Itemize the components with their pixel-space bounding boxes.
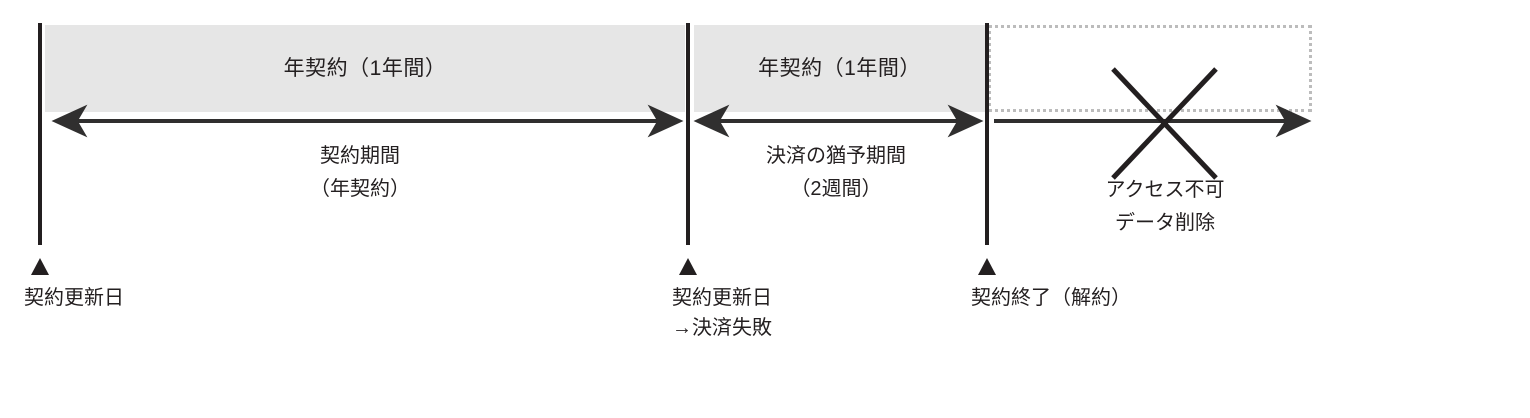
milestone-renewal-2-line-1: 契約更新日 bbox=[672, 287, 772, 309]
band-contract-year-2: 年契約（1年間） bbox=[694, 25, 985, 112]
span-payment-grace-line-1: 決済の猶予期間 bbox=[766, 145, 906, 167]
band-contract-year-1-label: 年契約（1年間） bbox=[283, 57, 447, 80]
milestone-renewal-2-caption: 契約更新日 →決済失敗 bbox=[672, 283, 772, 343]
span-contract-period-line-2: （年契約） bbox=[310, 178, 410, 200]
milestone-contract-end-line-1: 契約終了（解約） bbox=[971, 287, 1131, 309]
triangle-up-icon-contract-end bbox=[978, 258, 996, 275]
span-no-access-line-2: データ削除 bbox=[1115, 212, 1215, 234]
milestone-renewal-1-caption: 契約更新日 bbox=[24, 283, 124, 313]
band-after-termination bbox=[988, 25, 1312, 112]
span-payment-grace-text: 決済の猶予期間 （2週間） bbox=[766, 140, 906, 206]
span-no-access-line-1: アクセス不可 bbox=[1105, 179, 1225, 201]
milestone-rule-contract-end bbox=[985, 23, 989, 245]
span-payment-grace-line-2: （2週間） bbox=[790, 178, 882, 200]
band-contract-year-1: 年契約（1年間） bbox=[45, 25, 685, 112]
span-no-access-text: アクセス不可 データ削除 bbox=[1106, 174, 1225, 240]
milestone-renewal-1-line-1: 契約更新日 bbox=[24, 287, 124, 309]
milestone-rule-renewal-1 bbox=[38, 23, 42, 245]
triangle-up-icon-renewal-1 bbox=[31, 258, 49, 275]
band-contract-year-2-label: 年契約（1年間） bbox=[758, 57, 921, 80]
milestone-renewal-2-line-2: →決済失敗 bbox=[672, 317, 772, 339]
span-contract-period-text: 契約期間 （年契約） bbox=[310, 140, 410, 206]
triangle-up-icon-renewal-2 bbox=[679, 258, 697, 275]
milestone-rule-renewal-2 bbox=[686, 23, 690, 245]
milestone-contract-end-caption: 契約終了（解約） bbox=[971, 283, 1131, 313]
span-contract-period-line-1: 契約期間 bbox=[320, 145, 400, 167]
